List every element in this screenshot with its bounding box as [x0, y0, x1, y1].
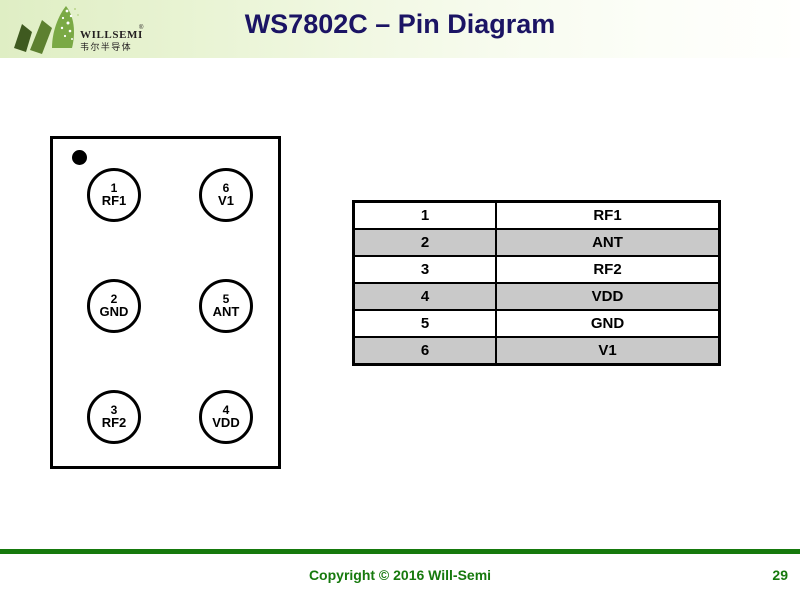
pad-1: 1 RF1 [87, 168, 141, 222]
footer-page-number: 29 [772, 567, 788, 583]
pin-number-cell: 3 [352, 255, 497, 284]
pin-number-cell: 6 [352, 336, 497, 366]
pad-label: VDD [212, 415, 240, 431]
pin-package-outline: 1 RF1 2 GND 3 RF2 6 V1 5 ANT 4 VDD [50, 136, 281, 469]
footer-divider [0, 549, 800, 554]
pin-name-cell: V1 [495, 336, 721, 366]
pin-number-cell: 4 [352, 282, 497, 311]
pad-number: 6 [222, 181, 230, 196]
table-row: 1 RF1 [352, 200, 721, 230]
pad-3: 3 RF2 [87, 390, 141, 444]
table-row: 5 GND [352, 309, 721, 338]
table-row: 6 V1 [352, 336, 721, 366]
pin-number-cell: 5 [352, 309, 497, 338]
pin-name-cell: ANT [495, 228, 721, 257]
svg-text:WILLSEMI: WILLSEMI [80, 29, 143, 41]
pad-label: RF2 [101, 415, 127, 431]
pad-label: ANT [212, 304, 240, 320]
pin-name-cell: VDD [495, 282, 721, 311]
page-title: WS7802C – Pin Diagram [244, 9, 556, 39]
pin-assignment-table: 1 RF1 2 ANT 3 RF2 4 VDD 5 GND 6 V1 [352, 200, 721, 366]
slide-header: WILLSEMI ® 韦尔半导体 WS7802C – Pin Diagram [0, 0, 800, 58]
pin1-indicator-dot [72, 150, 87, 165]
pad-number: 1 [110, 181, 118, 196]
table-row: 3 RF2 [352, 255, 721, 284]
pad-6: 6 V1 [199, 168, 253, 222]
footer-copyright: Copyright © 2016 Will-Semi [308, 567, 492, 583]
pin-name-cell: GND [495, 309, 721, 338]
pad-label: GND [99, 304, 129, 320]
table-row: 2 ANT [352, 228, 721, 257]
pad-number: 3 [110, 403, 118, 418]
pad-4: 4 VDD [199, 390, 253, 444]
pad-2: 2 GND [87, 279, 141, 333]
pad-number: 5 [222, 292, 230, 307]
svg-text:韦尔半导体: 韦尔半导体 [80, 41, 132, 53]
pad-number: 2 [110, 292, 118, 307]
svg-text:®: ® [139, 24, 144, 31]
table-row: 4 VDD [352, 282, 721, 311]
willsemi-logo: WILLSEMI ® 韦尔半导体 [6, 2, 146, 56]
pad-number: 4 [222, 403, 230, 418]
pad-label: V1 [218, 193, 234, 209]
pin-number-cell: 2 [352, 228, 497, 257]
pad-5: 5 ANT [199, 279, 253, 333]
pin-name-cell: RF1 [495, 200, 721, 230]
pin-number-cell: 1 [352, 200, 497, 230]
pad-label: RF1 [101, 193, 127, 209]
pin-name-cell: RF2 [495, 255, 721, 284]
